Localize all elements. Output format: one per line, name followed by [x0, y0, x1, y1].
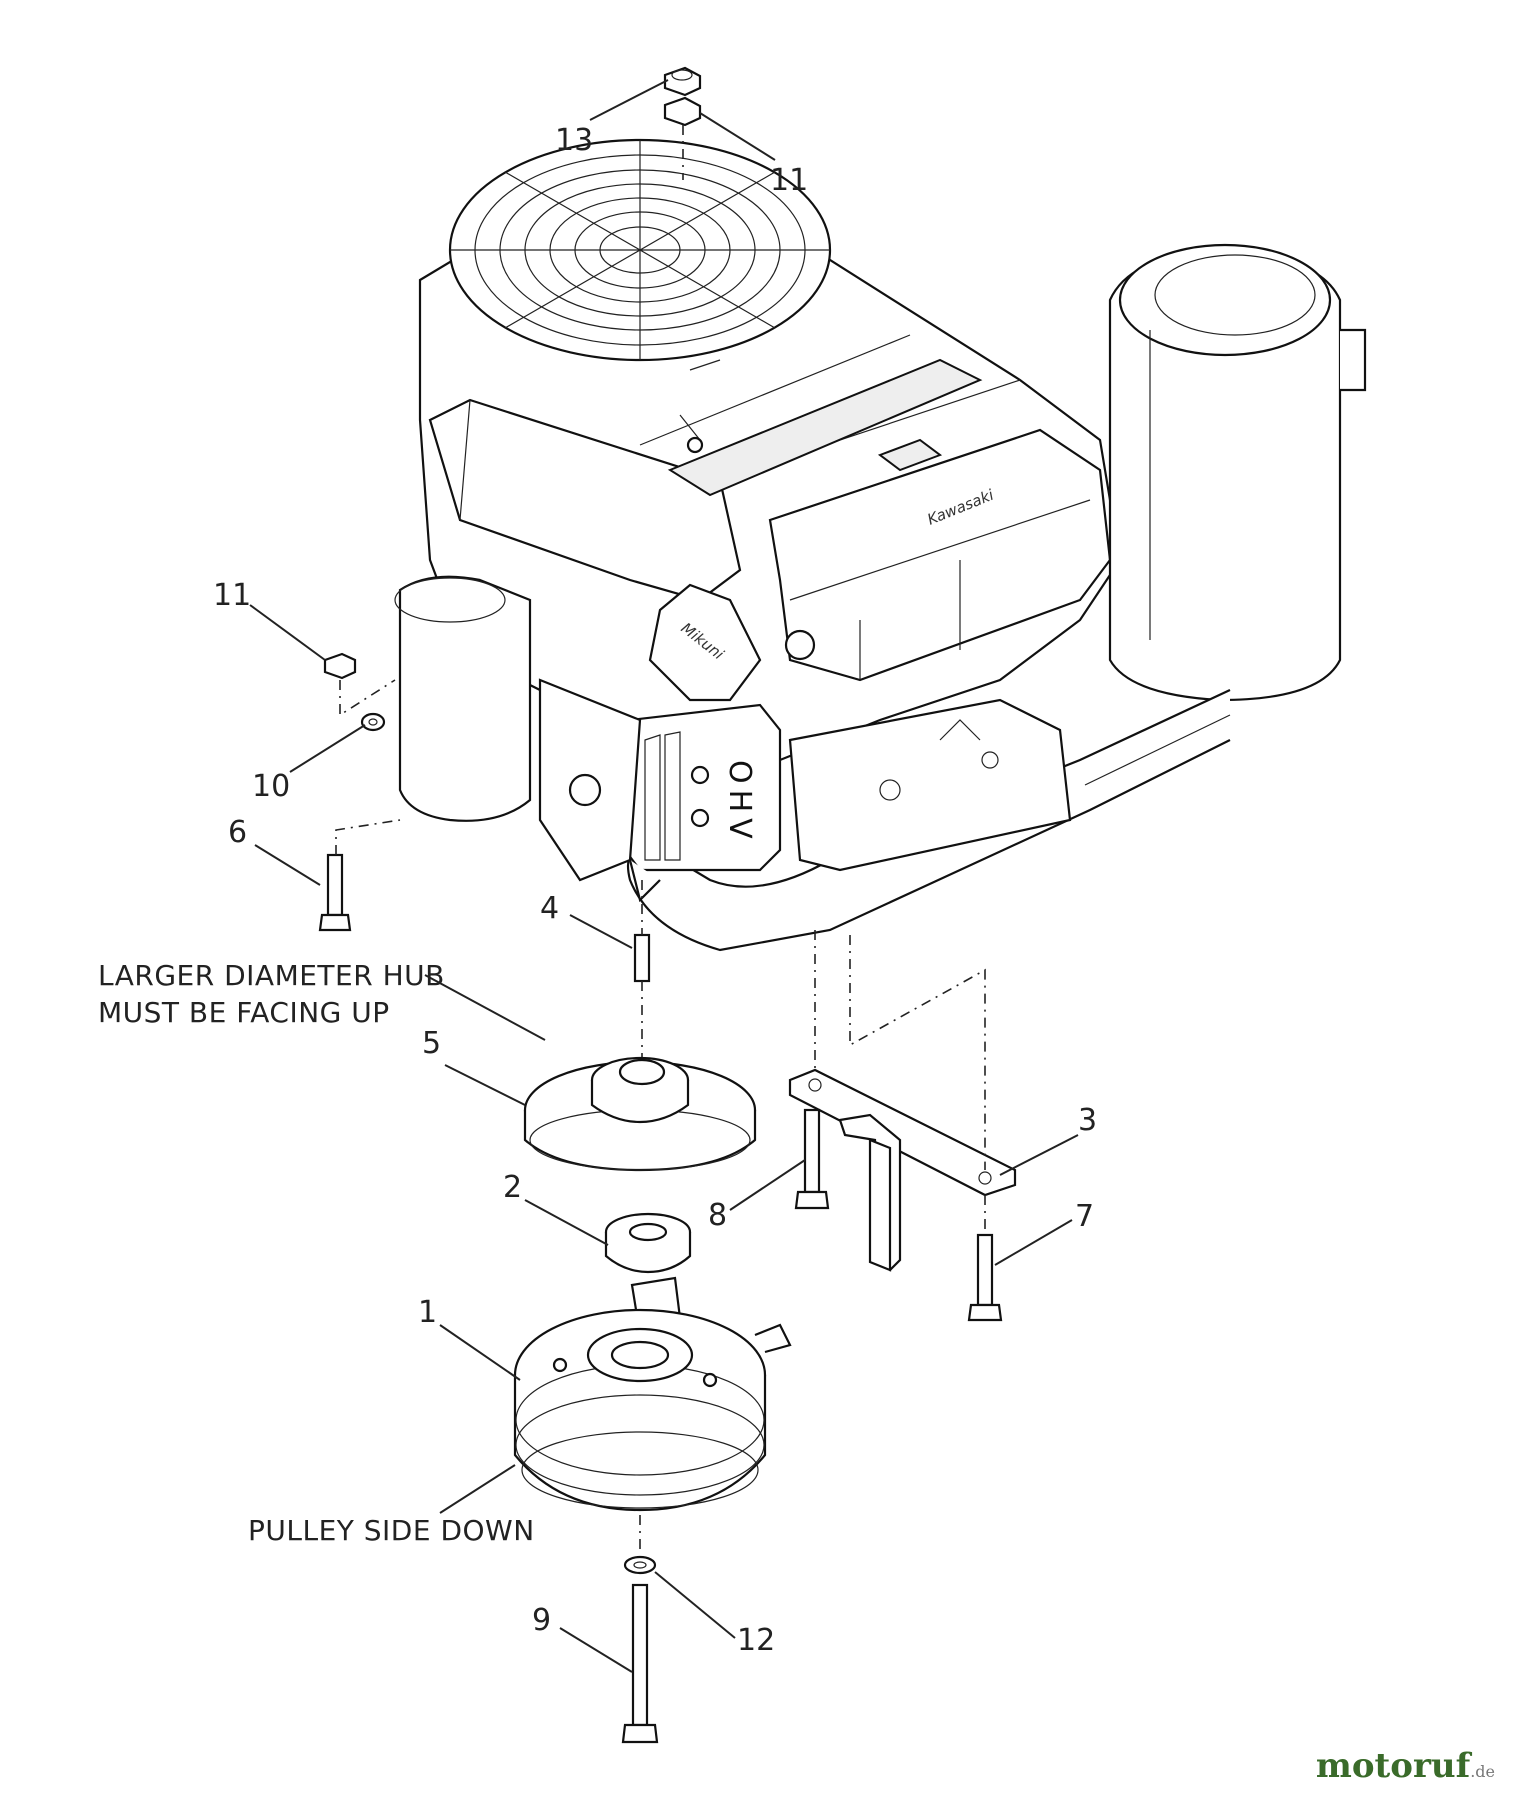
watermark-suffix: .de: [1470, 1762, 1495, 1781]
callout-1: 1: [418, 1295, 437, 1330]
callout-9: 9: [532, 1603, 551, 1638]
callout-11-left: 11: [213, 578, 251, 613]
callout-13: 13: [555, 123, 593, 158]
callout-labels: 13 11 11 10 6 4 5 3 2 8 7 1 9 12: [213, 123, 1097, 1658]
part-3-bracket: [788, 1068, 1017, 1272]
callout-5: 5: [422, 1026, 441, 1061]
rocker-cover: OHV: [623, 703, 782, 872]
oil-filter: [394, 575, 532, 822]
engine-assembly: Kawasaki: [394, 138, 1367, 952]
part-8-bolt: [794, 1108, 830, 1210]
callout-12: 12: [737, 1623, 775, 1658]
part-12-washer: [623, 1555, 657, 1575]
part-9-bolt: [621, 1583, 659, 1744]
ohv-text: OHV: [722, 760, 757, 845]
part-5-pulley: [523, 1056, 757, 1172]
muffler: [626, 243, 1367, 952]
note-pulley-side: PULLEY SIDE DOWN: [248, 1514, 535, 1547]
part-1-clutch: [513, 1276, 792, 1512]
note-hub-line1: LARGER DIAMETER HUB: [98, 959, 445, 992]
callout-11-top: 11: [770, 163, 808, 198]
part-11-nut-top: [663, 96, 702, 127]
part-11-nut-left: [323, 652, 357, 680]
part-2-spacer: [604, 1212, 692, 1274]
callout-10: 10: [252, 769, 290, 804]
callout-2: 2: [503, 1170, 522, 1205]
part-13-locknut: [663, 66, 702, 97]
part-4-key: [633, 933, 651, 983]
note-hub-line2: MUST BE FACING UP: [98, 996, 390, 1029]
callout-3: 3: [1078, 1103, 1097, 1138]
callout-4: 4: [540, 891, 559, 926]
assembly-notes: LARGER DIAMETER HUB MUST BE FACING UP PU…: [98, 959, 535, 1547]
governor-linkage: [788, 698, 1072, 872]
part-10-washer: [360, 712, 386, 732]
part-7-bolt: [967, 1233, 1003, 1322]
watermark-main: motoruf: [1315, 1746, 1471, 1786]
watermark-logo: motoruf.de: [1316, 1746, 1495, 1786]
leader-lines: [249, 79, 1079, 1673]
callout-8: 8: [708, 1198, 727, 1233]
callout-7: 7: [1075, 1199, 1094, 1234]
carburetor: Mikuni: [648, 583, 816, 702]
part-6-bolt: [318, 853, 352, 932]
callout-6: 6: [228, 815, 247, 850]
fan-screen: [448, 138, 832, 454]
